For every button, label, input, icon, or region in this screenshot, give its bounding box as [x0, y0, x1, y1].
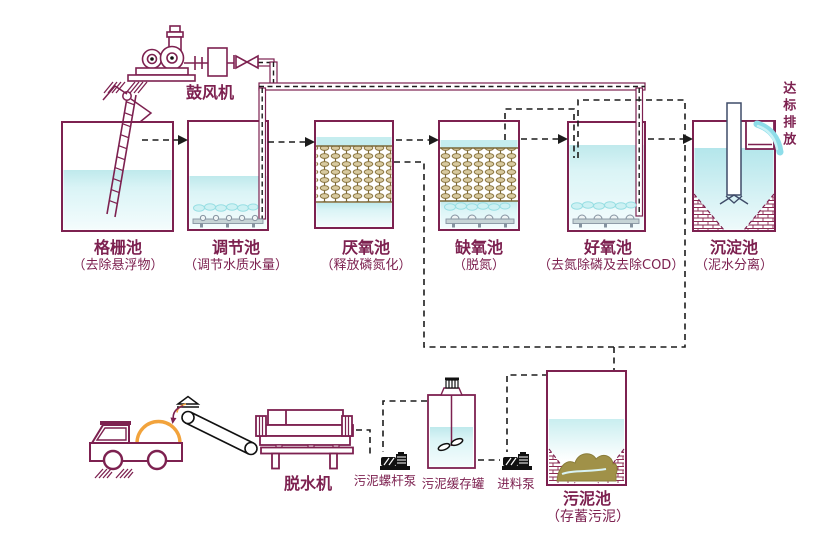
tank-grid-pool: [61, 121, 174, 232]
pool-to-feedpump-line: [506, 374, 548, 452]
stage-label-anaerobic-pool: 厌氧池: [341, 238, 390, 257]
tank-aerobic-pool: [567, 121, 646, 232]
sludge-return-line: [392, 99, 686, 348]
tank-anoxic-pool: [438, 120, 520, 231]
flow-arrowheads: [178, 134, 693, 147]
stage-subtitle-aerobic-pool: （去氮除磷及去除COD）: [538, 258, 685, 273]
anoxic-pool-aeration: [444, 202, 515, 228]
air-pipe-network: [257, 58, 646, 220]
blower-label: 鼓风机: [185, 83, 234, 102]
discharge-label: 达标排放: [780, 81, 796, 149]
truck-illustration: [89, 419, 183, 479]
feed-pump-icon: [502, 452, 532, 470]
stage-subtitle-regulating-pool: （调节水质水量）: [183, 258, 288, 273]
stage-subtitle-anaerobic-pool: （释放磷氮化）: [320, 258, 412, 273]
stage-label-aerobic-pool: 好氧池: [583, 238, 632, 257]
tank-regulating-pool: [187, 120, 269, 231]
feed-pump-label: 进料泵: [497, 476, 535, 491]
aerobic-pool-aeration: [571, 201, 640, 228]
bar-screen: [102, 85, 153, 218]
stage-subtitle-anoxic-pool: （脱氮）: [452, 258, 505, 273]
screw-pump-label: 污泥螺杆泵: [353, 473, 417, 488]
stage-label-regulating-pool: 调节池: [211, 238, 260, 257]
stage-label-grid-pool: 格栅池: [93, 238, 142, 257]
dewaterer-illustration: [255, 409, 354, 470]
sludge-pool-label: 污泥池: [562, 489, 611, 508]
tank-anaerobic-pool: [314, 120, 394, 229]
sludge-pool-illustration: [546, 370, 627, 486]
buffer-tank-label: 污泥缓存罐: [421, 476, 485, 491]
screw-pump-icon: [380, 452, 410, 470]
blower-illustration: [103, 25, 259, 94]
clarifier-internals: [693, 102, 784, 231]
stage-subtitle-grid-pool: （去除悬浮物）: [72, 258, 164, 273]
stage-label-sedimentation-pool: 沉淀池: [709, 238, 758, 257]
conveyor-illustration: [170, 395, 258, 456]
regulating-pool-aeration: [192, 203, 264, 228]
stage-subtitle-sedimentation-pool: （泥水分离）: [694, 258, 773, 273]
sludge-pool-subtitle: （存蓄污泥）: [546, 509, 630, 525]
tank-to-screwpump-line: [382, 400, 427, 452]
buffer-tank-illustration: [427, 377, 476, 469]
dewaterer-label: 脱水机: [283, 474, 332, 493]
stage-label-anoxic-pool: 缺氧池: [454, 238, 503, 257]
dewaterer-link-line: [356, 429, 371, 456]
recycle-line-aerobic-to-anoxic: [504, 108, 575, 158]
